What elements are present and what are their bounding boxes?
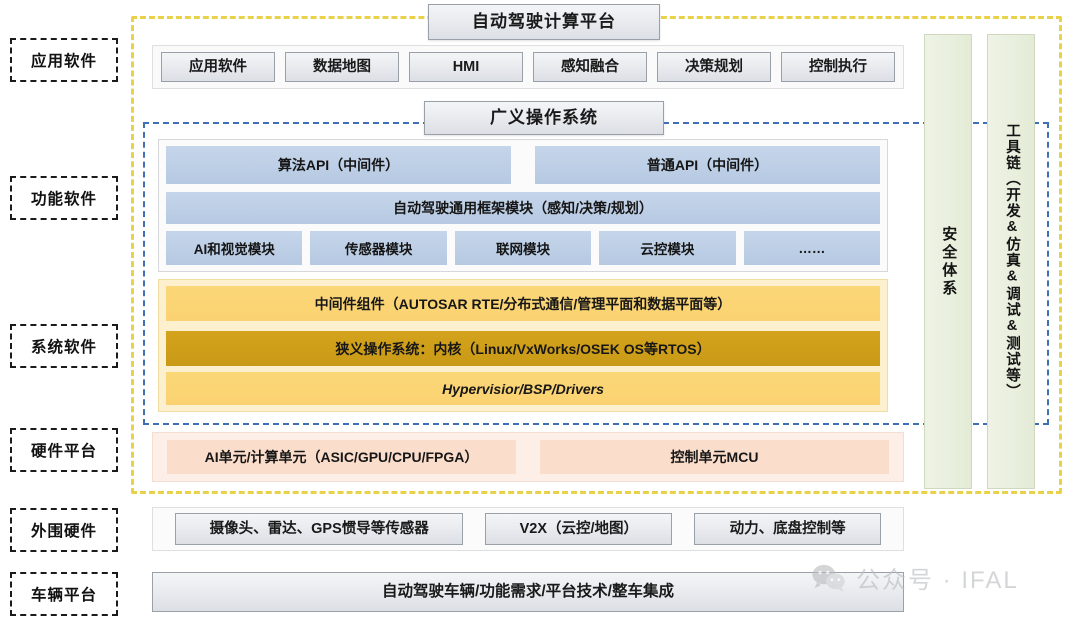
framework-module-label: 自动驾驶通用框架模块（感知/决策/规划） — [393, 200, 653, 216]
app-item-perception-fusion[interactable]: 感知融合 — [533, 52, 647, 82]
page-title-label: 自动驾驶计算平台 — [472, 12, 616, 32]
app-item-decision-planning[interactable]: 决策规划 — [657, 52, 771, 82]
sidebar-item-label: 系统软件 — [30, 339, 97, 356]
module-row: AI和视觉模块 传感器模块 联网模块 云控模块 …… — [166, 231, 881, 265]
generalized-os-label: 广义操作系统 — [490, 108, 598, 128]
app-item-application-software[interactable]: 应用软件 — [161, 52, 275, 82]
watermark: 公众号 · IFAL — [812, 560, 1019, 595]
api-item-label: 算法API（中间件） — [277, 157, 400, 173]
peripheral-item-v2x[interactable]: V2X（云控/地图） — [485, 513, 673, 545]
vehicle-platform-row[interactable]: 自动驾驶车辆/功能需求/平台技术/整车集成 — [152, 572, 904, 612]
hypervisor-row[interactable]: Hypervisior/BSP/Drivers — [166, 372, 880, 405]
toolchain-label: 工具链（开发&仿真&调试&测试等） — [1003, 123, 1020, 400]
sidebar-item-label: 应用软件 — [30, 53, 97, 70]
module-item-label: 联网模块 — [496, 242, 551, 257]
hypervisor-label: Hypervisior/BSP/Drivers — [442, 380, 604, 397]
safety-system-label: 安全体系 — [940, 225, 958, 298]
api-row: 算法API（中间件） 普通API（中间件） — [166, 146, 880, 184]
sidebar-item-hardware-platform[interactable]: 硬件平台 — [10, 428, 118, 472]
peripheral-item-powertrain-chassis[interactable]: 动力、底盘控制等 — [694, 513, 881, 545]
toolchain-column[interactable]: 工具链（开发&仿真&调试&测试等） — [987, 34, 1035, 489]
hardware-item-ai-compute-unit[interactable]: AI单元/计算单元（ASIC/GPU/CPU/FPGA） — [167, 440, 516, 474]
wechat-icon — [812, 564, 845, 592]
os-kernel-label: 狭义操作系统：内核（Linux/VxWorks/OSEK OS等RTOS） — [335, 340, 711, 357]
framework-module-row[interactable]: 自动驾驶通用框架模块（感知/决策/规划） — [166, 192, 880, 224]
sidebar-item-vehicle-platform[interactable]: 车辆平台 — [10, 572, 118, 616]
hardware-item-control-mcu[interactable]: 控制单元MCU — [540, 440, 889, 474]
application-software-row: 应用软件 数据地图 HMI 感知融合 决策规划 控制执行 — [152, 45, 904, 89]
app-item-hmi[interactable]: HMI — [409, 52, 523, 82]
module-item-ai-vision[interactable]: AI和视觉模块 — [166, 231, 303, 265]
sidebar-item-functional-software[interactable]: 功能软件 — [10, 176, 118, 220]
sidebar-item-peripheral-hardware[interactable]: 外围硬件 — [10, 508, 118, 552]
api-item-label: 普通API（中间件） — [646, 157, 769, 173]
sidebar-item-system-software[interactable]: 系统软件 — [10, 324, 118, 368]
page-title: 自动驾驶计算平台 — [428, 4, 660, 40]
hardware-item-label: AI单元/计算单元（ASIC/GPU/CPU/FPGA） — [204, 449, 479, 465]
module-item-label: …… — [798, 240, 826, 256]
module-item-label: AI和视觉模块 — [193, 242, 275, 257]
peripheral-item-label: V2X（云控/地图） — [519, 520, 639, 537]
module-item-sensor[interactable]: 传感器模块 — [310, 231, 447, 265]
app-item-label: 感知融合 — [561, 58, 619, 75]
peripheral-hardware-row: 摄像头、雷达、GPS惯导等传感器 V2X（云控/地图） 动力、底盘控制等 — [152, 507, 904, 551]
sidebar-item-application-software[interactable]: 应用软件 — [10, 38, 118, 82]
module-item-cloud-control[interactable]: 云控模块 — [599, 231, 736, 265]
module-item-network[interactable]: 联网模块 — [454, 231, 592, 265]
vehicle-platform-label: 自动驾驶车辆/功能需求/平台技术/整车集成 — [382, 583, 674, 601]
app-item-data-map[interactable]: 数据地图 — [285, 52, 399, 82]
os-kernel-row[interactable]: 狭义操作系统：内核（Linux/VxWorks/OSEK OS等RTOS） — [166, 331, 880, 366]
app-item-label: 控制执行 — [809, 58, 867, 75]
watermark-text: 公众号 · IFAL — [856, 567, 1019, 594]
app-item-label: 数据地图 — [313, 58, 371, 75]
middleware-label: 中间件组件（AUTOSAR RTE/分布式通信/管理平面和数据平面等） — [314, 295, 732, 312]
middleware-row[interactable]: 中间件组件（AUTOSAR RTE/分布式通信/管理平面和数据平面等） — [166, 286, 880, 321]
sidebar-item-label: 硬件平台 — [30, 443, 97, 460]
module-item-label: 传感器模块 — [344, 242, 413, 257]
api-item-general[interactable]: 普通API（中间件） — [535, 146, 880, 184]
hardware-platform-row: AI单元/计算单元（ASIC/GPU/CPU/FPGA） 控制单元MCU — [152, 432, 904, 482]
sidebar-item-label: 功能软件 — [30, 191, 97, 208]
app-item-label: 应用软件 — [189, 58, 247, 75]
app-item-control-execution[interactable]: 控制执行 — [781, 52, 895, 82]
app-item-label: 决策规划 — [685, 58, 743, 75]
peripheral-item-label: 摄像头、雷达、GPS惯导等传感器 — [209, 520, 429, 537]
hardware-item-label: 控制单元MCU — [670, 449, 759, 465]
app-item-label: HMI — [452, 58, 480, 75]
peripheral-item-sensors[interactable]: 摄像头、雷达、GPS惯导等传感器 — [175, 513, 464, 545]
module-item-label: 云控模块 — [640, 242, 695, 257]
peripheral-item-label: 动力、底盘控制等 — [729, 520, 846, 537]
sidebar-item-label: 车辆平台 — [30, 587, 97, 604]
sidebar-item-label: 外围硬件 — [30, 523, 97, 540]
safety-system-column[interactable]: 安全体系 — [924, 34, 972, 489]
api-item-algorithm[interactable]: 算法API（中间件） — [166, 146, 511, 184]
module-item-ellipsis[interactable]: …… — [743, 231, 881, 265]
generalized-os-banner: 广义操作系统 — [424, 101, 664, 135]
